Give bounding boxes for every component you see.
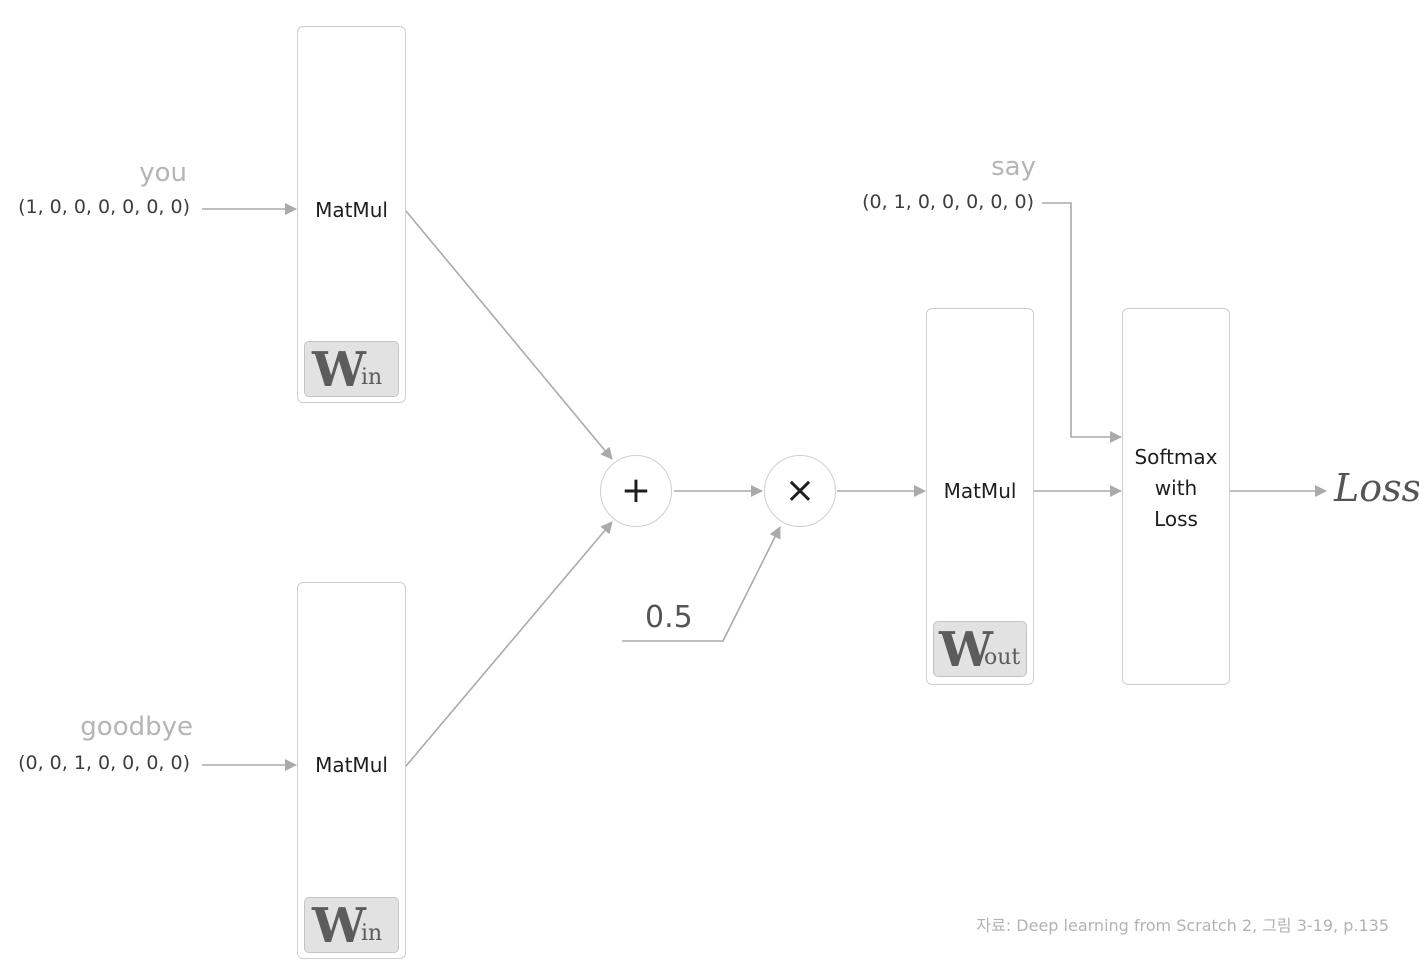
add-node: + bbox=[600, 455, 672, 527]
matmul-out-label: MatMul bbox=[943, 479, 1017, 503]
weight-w-out-symbol: W bbox=[939, 622, 993, 678]
matmul-in-bottom-layer: MatMul W in bbox=[297, 582, 406, 959]
softmax-label-line1: Softmax bbox=[1134, 445, 1218, 469]
arrow-matmul-in-bottom-to-add bbox=[405, 521, 613, 767]
weight-w-in-bottom-subscript: in bbox=[361, 921, 383, 946]
target-word-say: say bbox=[991, 152, 1036, 182]
weight-w-in-top-symbol: W bbox=[312, 342, 366, 398]
weight-w-out-subscript: out bbox=[984, 645, 1021, 670]
weight-w-in-top: W in bbox=[304, 341, 399, 398]
input-vector-you: (1, 0, 0, 0, 0, 0, 0) bbox=[18, 196, 190, 218]
multiply-symbol: × bbox=[784, 470, 816, 511]
input-word-you: you bbox=[139, 158, 187, 188]
add-symbol: + bbox=[620, 470, 652, 511]
softmax-with-loss-label: Softmax with Loss bbox=[1123, 442, 1229, 535]
multiply-node: × bbox=[764, 455, 836, 527]
weight-w-in-bottom: W in bbox=[304, 897, 399, 954]
matmul-out-layer: MatMul W out bbox=[926, 308, 1034, 685]
input-word-goodbye: goodbye bbox=[80, 712, 193, 742]
weight-w-in-bottom-symbol: W bbox=[312, 898, 366, 954]
arrow-matmul-in-top-to-add bbox=[405, 210, 613, 460]
arrow-target-to-softmax bbox=[1042, 202, 1122, 443]
source-caption: 자료: Deep learning from Scratch 2, 그림 3-1… bbox=[976, 916, 1389, 935]
input-vector-goodbye: (0, 0, 1, 0, 0, 0, 0) bbox=[18, 752, 190, 774]
arrow-scale-to-multiply bbox=[622, 526, 781, 642]
weight-w-out: W out bbox=[933, 621, 1027, 678]
loss-output-label: Loss bbox=[1334, 466, 1419, 510]
softmax-with-loss-layer: Softmax with Loss bbox=[1122, 308, 1230, 685]
matmul-in-top-layer: MatMul W in bbox=[297, 26, 406, 403]
matmul-in-bottom-label: MatMul bbox=[315, 753, 388, 777]
target-vector-say: (0, 1, 0, 0, 0, 0, 0) bbox=[862, 191, 1034, 213]
softmax-label-line3: Loss bbox=[1154, 507, 1198, 531]
matmul-in-top-label: MatMul bbox=[315, 198, 388, 222]
softmax-label-line2: with bbox=[1154, 476, 1198, 500]
scale-factor-label: 0.5 bbox=[645, 600, 693, 635]
weight-w-in-top-subscript: in bbox=[361, 365, 383, 390]
